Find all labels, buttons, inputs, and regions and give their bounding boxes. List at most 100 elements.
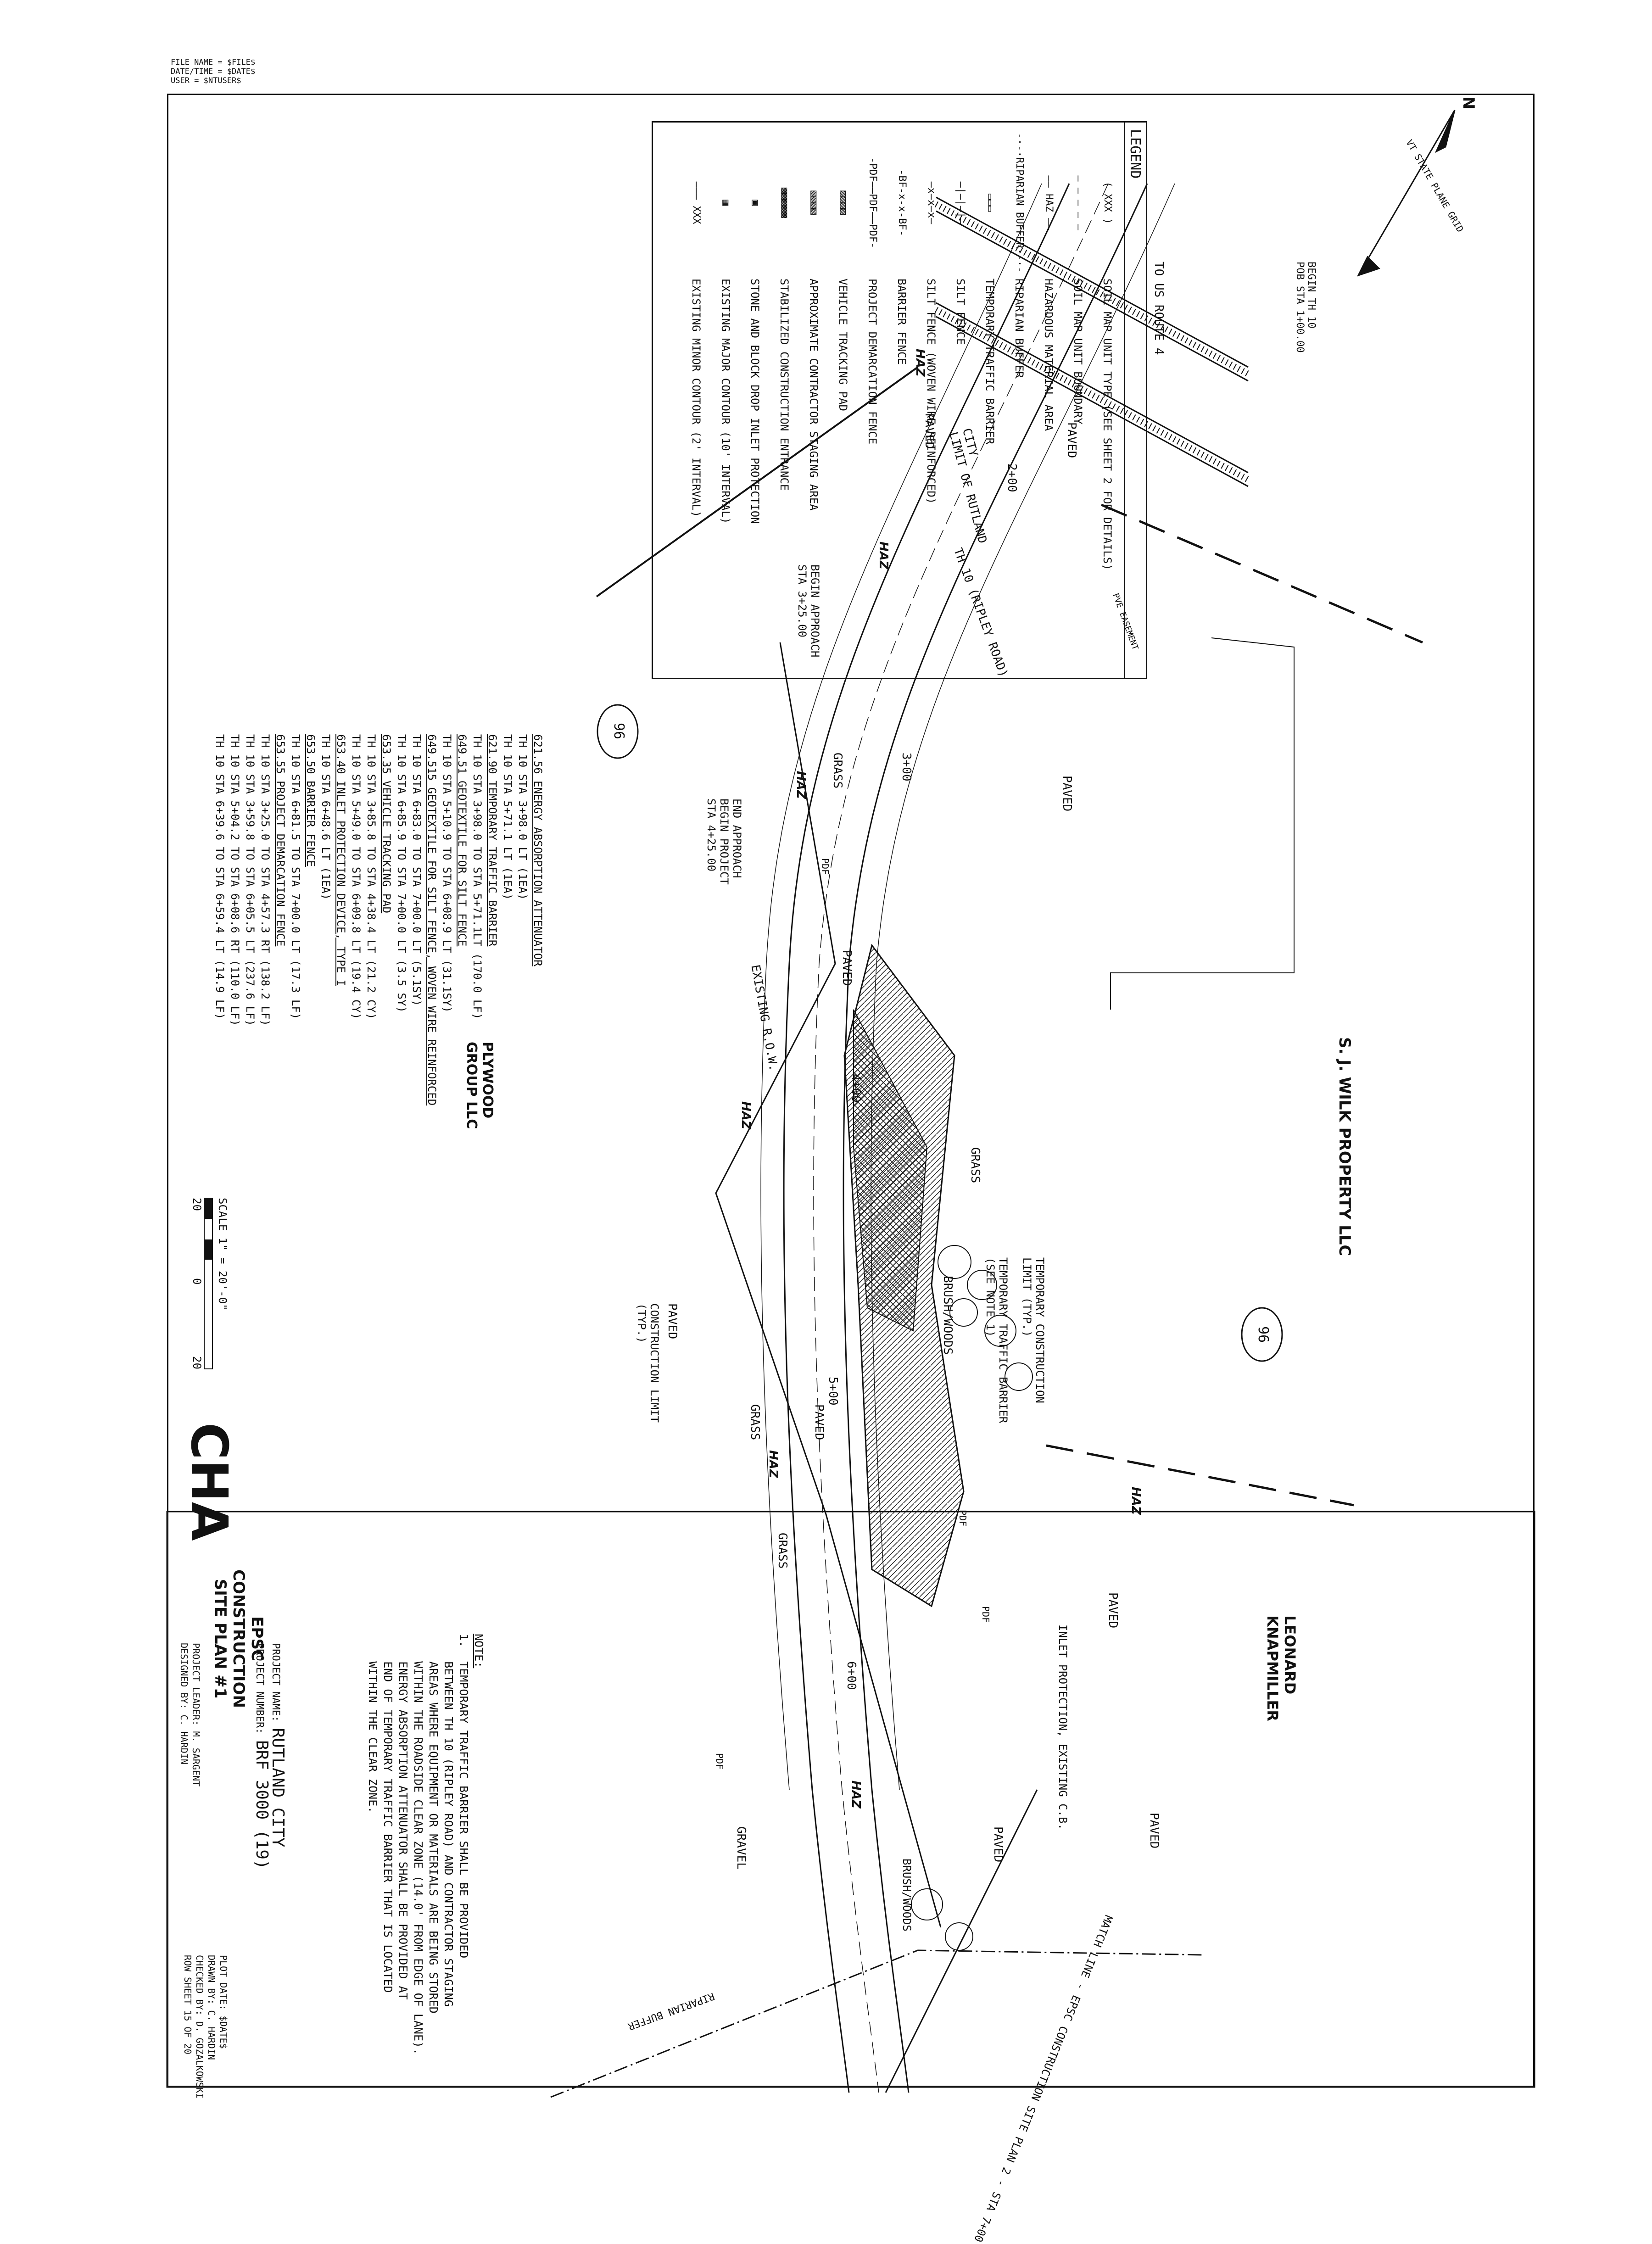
legend-symbol-soil-boundary: — — — — — — [1072, 175, 1084, 230]
temp-barrier-text-2: (SEE NOTE 1) — [984, 1257, 997, 1337]
sheet-title-line-3: SITE PLAN #1 — [211, 1579, 229, 1699]
legend-text-major-contour: EXISTING MAJOR CONTOUR (10' INTERVAL) — [719, 279, 732, 524]
project-name-value: RUTLAND CITY — [268, 1728, 287, 1848]
brush-area-label: BRUSH/WOODS — [900, 1859, 913, 1931]
pdf-label: PDF — [714, 1753, 725, 1770]
leonard-owner-label: LEONARD KNAPMILLER — [1264, 1615, 1299, 1721]
legend-text-tracking-pad: VEHICLE TRACKING PAD — [837, 279, 849, 411]
plywood-text-2: GROUP LLC — [463, 1042, 480, 1129]
begin-project-text: BEGIN PROJECT — [718, 798, 731, 885]
plywood-text-1: PLYWOOD — [480, 1042, 496, 1119]
legend-symbol-staging-area: ▧▧▧▧ — [808, 190, 820, 215]
pdf-label: PDF — [980, 1606, 991, 1623]
quantity-line: TH 10 STA 5+04.2 TO STA 6+08.6 RT (110.0… — [229, 734, 241, 1026]
haz-label: HAZ — [1129, 1487, 1143, 1515]
legend-text-traffic-barrier: TEMPORARY TRAFFIC BARRIER — [983, 279, 996, 445]
note-line: END OF TEMPORARY TRAFFIC BARRIER THAT IS… — [381, 1634, 395, 1993]
quantity-line: TH 10 STA 3+98.0 LT (1EA) — [516, 734, 529, 900]
user-text: USER = $NTUSER$ — [171, 76, 241, 85]
scale-mid-label: 0 — [190, 1278, 203, 1285]
temp-limit-text-2: LIMIT (TYP.) — [1021, 1257, 1033, 1337]
brush-area-label: BRUSH/WOODS — [941, 1276, 954, 1355]
project-number-label: PROJECT NUMBER: — [254, 1643, 265, 1734]
railroad-tracks — [934, 196, 1250, 487]
legend-text-inlet-protection: STONE AND BLOCK DROP INLET PROTECTION — [748, 279, 761, 524]
checked-by-text: CHECKED BY: D. GOZALKOWSKI — [194, 1955, 205, 2099]
legend-row-hazardous: —— HAZ —— HAZARDOUS MATERIAL AREA — [1027, 123, 1055, 678]
site-plan-drawing — [166, 110, 1535, 2098]
paved-area-label: PAVED — [1147, 1813, 1161, 1849]
plywood-owner-label: PLYWOOD GROUP LLC — [463, 1042, 496, 1129]
legend-symbol-silt-fence-woven: —x—x—x— — [926, 181, 937, 224]
legend-symbol-tracking-pad: ▨▨▨▨ — [837, 190, 849, 215]
legend-text-silt-fence: SILT FENCE — [954, 279, 967, 345]
file-header: FILE NAME = $FILE$ DATE/TIME = $DATE$ US… — [171, 58, 255, 85]
north-label: N — [1459, 96, 1478, 110]
legend-symbol-soil-type: ( XXX ) — [1102, 181, 1113, 224]
legend-text-soil-boundary: SOIL MAP UNIT BOUNDARY — [1072, 279, 1084, 424]
begin-approach-station: STA 3+25.00 — [796, 564, 809, 637]
paved-area-label: PAVED — [922, 413, 936, 449]
quantity-line: TH 10 STA 6+81.5 TO STA 7+00.0 LT (17.3 … — [289, 734, 302, 1020]
haz-label: HAZ — [794, 771, 808, 799]
station-400-label: 4+00 — [849, 1074, 863, 1103]
project-info: PROJECT NAME: RUTLAND CITY PROJECT NUMBE… — [252, 1643, 287, 1870]
legend-text-demarcation-fence: PROJECT DEMARCATION FENCE — [866, 279, 879, 445]
soil-unit-label-2: 96 — [1255, 1326, 1271, 1343]
note-line: 1. TEMPORARY TRAFFIC BARRIER SHALL BE PR… — [457, 1634, 470, 1959]
station-600-label: 6+00 — [844, 1661, 858, 1690]
cha-logo: CHA — [180, 1423, 239, 1541]
quantity-line: TH 10 STA 5+71.1 LT (1EA) — [501, 734, 514, 900]
project-leader-text: PROJECT LEADER: M. SARGENT — [190, 1643, 201, 1787]
legend-text-minor-contour: EXISTING MINOR CONTOUR (2' INTERVAL) — [690, 279, 703, 518]
grass-area-label: GRASS — [968, 1147, 982, 1183]
project-number-value: BRF 3000 (19) — [252, 1740, 271, 1870]
temp-barrier-text-1: TEMPORARY TRAFFIC BARRIER — [997, 1257, 1010, 1423]
quantity-line: TH 10 STA 3+25.0 TO STA 4+57.3 RT (138.2… — [259, 734, 272, 1026]
legend-row-silt-fence: —|—|—|— SILT FENCE — [939, 123, 967, 678]
quantity-line: TH 10 STA 3+85.8 TO STA 4+38.4 LT (21.2 … — [365, 734, 378, 1020]
leonard-text-2: KNAPMILLER — [1264, 1615, 1281, 1721]
scale-text: SCALE 1" = 20'-0" — [216, 1198, 229, 1311]
pdf-label: PDF — [820, 858, 831, 875]
quantity-line: TH 10 STA 6+83.0 TO STA 7+00.0 LT (5.1SY… — [410, 734, 423, 1006]
match-line — [885, 1789, 1038, 2093]
legend-row-construction-entrance: ▩▩▩▩▩ STABILIZED CONSTRUCTION ENTRANCE — [763, 123, 791, 678]
scale-right-label: 20 — [190, 1356, 203, 1369]
quantity-line: TH 10 STA 6+48.6 LT (1EA) — [319, 734, 332, 900]
quantity-line: TH 10 STA 6+39.6 TO STA 6+59.4 LT (14.9 … — [213, 734, 226, 1020]
haz-label: HAZ — [766, 1450, 780, 1478]
quantity-line: TH 10 STA 5+10.9 TO STA 6+08.9 LT (31.1S… — [441, 734, 453, 1013]
property-lines — [596, 366, 1423, 1928]
legend-symbol-traffic-barrier: ▭▭▭ — [984, 194, 996, 212]
date-time-text: DATE/TIME = $DATE$ — [171, 67, 256, 76]
station-300-label: 3+00 — [899, 753, 913, 781]
legend-row-barrier-fence: -BF-x-x-BF- BARRIER FENCE — [881, 123, 908, 678]
quantity-line: 649.515 GEOTEXTILE FOR SILT FENCE, WOVEN… — [425, 734, 438, 1106]
plot-info: PLOT DATE: $DATE$ DRAWN BY: C. HARDIN CH… — [182, 1955, 229, 2099]
paved-area-label: PAVED — [991, 1826, 1005, 1863]
haz-label: HAZ — [739, 1101, 753, 1129]
to-us-route-label: TO US ROUTE 4 — [1152, 262, 1166, 355]
legend-row-riparian: -·-·RIPARIAN BUFFER·-·- RIPARIAN BUFFER — [998, 123, 1026, 678]
legend-text-soil-type: SOIL MAP UNIT TYPE (SEE SHEET 2 FOR DETA… — [1101, 279, 1114, 570]
project-name-label: PROJECT NAME: — [270, 1643, 281, 1722]
const-limit-text-1: CONSTRUCTION LIMIT — [648, 1303, 661, 1423]
legend-text-silt-fence-woven: SILT FENCE (WOVEN WIRE REINFORCED) — [925, 279, 938, 504]
sheet-title-line-2: CONSTRUCTION — [229, 1569, 248, 1708]
quantity-line: 653.40 INLET PROTECTION DEVICE, TYPE I — [335, 734, 347, 987]
paved-area-label: PAVED — [812, 1404, 826, 1440]
legend-symbol-silt-fence: —|—|—|— — [955, 181, 966, 224]
designed-by-text: DESIGNED BY: C. HARDIN — [179, 1643, 190, 1764]
riparian-buffer-line — [550, 1949, 1203, 2098]
grass-area-label: GRASS — [748, 1404, 762, 1440]
paved-area-label: PAVED — [1060, 776, 1074, 812]
legend-row-tracking-pad: ▨▨▨▨ VEHICLE TRACKING PAD — [822, 123, 849, 678]
inlet-protection-label: INLET PROTECTION, EXISTING C.B. — [1056, 1624, 1069, 1830]
quantity-line: 653.35 VEHICLE TRACKING PAD — [380, 734, 393, 914]
note-line: AREAS WHERE EQUIPMENT OR MATERIALS ARE B… — [427, 1634, 440, 2014]
grass-area-label: GRASS — [776, 1533, 789, 1569]
const-limit-text-2: (TYP.) — [635, 1303, 648, 1343]
temp-limit-text-1: TEMPORARY CONSTRUCTION — [1033, 1257, 1046, 1403]
legend-symbol-major-contour: ▦ — [720, 200, 731, 206]
